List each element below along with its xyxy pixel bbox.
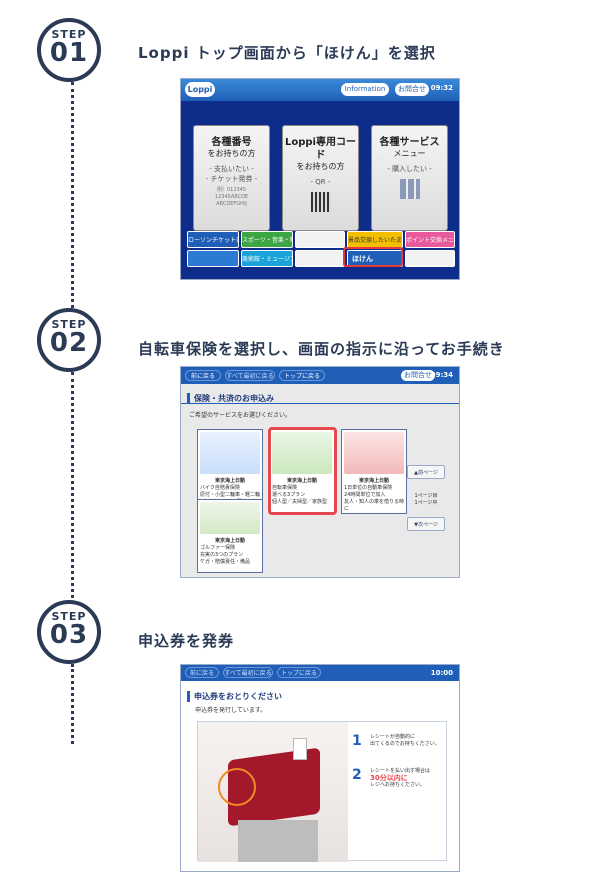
clock: 09:32 [430,84,453,92]
step-num: 1 [352,733,362,749]
golfer-illustration [200,502,260,534]
bicycle-illustration [272,432,332,474]
page-heading: 保険・共済のお申込み [187,393,274,404]
ticket-button[interactable]: ローソンチケット各種お手続き [187,231,239,248]
step-title-3: 申込券を発券 [138,632,235,650]
page-subtext: 申込券を発行しています。 [195,707,267,714]
step-badge-3: STEP 03 [37,600,101,664]
information-button[interactable]: Information [341,83,389,96]
company-label: 東京海上日動 [286,478,317,484]
menu-subtitle: をお持ちの方 [296,162,345,171]
ticket-paper [293,738,307,760]
restart-button[interactable]: すべて最初に戻る [225,370,275,381]
ticket-issue-screen: 前に戻る すべて最初に戻る トップに戻る 10:00 申込券をおとりください 申… [180,664,460,872]
company-label: 東京海上日動 [358,478,389,484]
menu-title: Loppi専用コード [285,137,356,161]
step-text: レシートを払い出す場合は [370,768,431,774]
step-label: STEP [51,318,87,331]
restart-button[interactable]: すべて最初に戻る [223,667,273,678]
step-connector [71,82,74,314]
top-button[interactable]: トップに戻る [279,370,325,381]
header-bar: Loppi Information お問合せ 09:32 [181,79,459,101]
menu-example: 例）012345 12345ABCDE ABCDEFGHIJ [214,187,249,207]
menu-button-services[interactable]: 各種サービス メニュー - 購入したい - [371,125,448,231]
help-button[interactable]: お問合せ [395,83,429,96]
instruction-panel: 1 レシートが自動的に 出てくるのでお持ちください。 2 レシートを払い出す場合… [197,721,447,862]
menu-desc: - 支払いたい - - チケット発券 - [205,165,258,183]
card-text: 1日単位の自動車保険 24時間単位で加入 友人・知人の車を借りる時に [344,485,405,512]
clock: 09:34 [430,371,453,379]
golfer-insurance-card[interactable]: 東京海上日動 ゴルファー保険 充実の3つのプラン ケガ・賠償責任・備品 [197,499,263,573]
page-heading: 申込券をおとりください [187,691,282,702]
loppi-logo: Loppi [185,82,215,97]
page-indicator: 1ページ目 1ページ中 [414,493,438,506]
bicycle-insurance-card[interactable]: 東京海上日動 自転車保険 選べる3プラン 個人型／夫婦型／家族型 [269,429,335,514]
service-button[interactable] [295,250,345,267]
step-title-1: Loppi トップ画面から「ほけん」を選択 [138,44,436,62]
card-text: ゴルファー保険 充実の3つのプラン ケガ・賠償責任・備品 [200,545,251,565]
menu-title: 各種サービス [379,137,440,148]
step-label: STEP [51,610,87,623]
outlet-circle [218,768,256,806]
sports-button[interactable]: スポーツ・音楽・映画 [241,231,293,248]
next-page-button[interactable]: ▼次ページ [407,517,445,531]
nav-bar: 前に戻る すべて最初に戻る トップに戻る 10:00 [181,665,459,681]
step-connector [71,372,74,604]
loppi-top-screen: Loppi Information お問合せ 09:32 各種番号 をお持ちの方… [180,78,460,280]
services-grid-icon [399,179,420,199]
step-number: 03 [49,620,89,650]
step-number: 01 [49,38,89,68]
company-label: 東京海上日動 [214,478,245,484]
menu-desc: - QR - [310,178,331,186]
insurance-highlight [343,247,403,267]
step-title-2: 自転車保険を選択し、画面の指示に沿ってお手続き [138,340,505,358]
heading-rule [181,403,459,404]
point-exchange-button[interactable]: ポイント交換メニュー [405,231,455,248]
clock: 10:00 [430,669,453,677]
company-label: 東京海上日動 [214,538,245,544]
prev-page-button[interactable]: ▲前ページ [407,465,445,479]
card-text: 自転車保険 選べる3プラン 個人型／夫婦型／家族型 [272,485,328,505]
one-day-car-card[interactable]: 東京海上日動 1日単位の自動車保険 24時間単位で加入 友人・知人の車を借りる時… [341,429,407,514]
step-label: STEP [51,28,87,41]
menu-button-code[interactable]: Loppi専用コード をお持ちの方 - QR - [282,125,359,231]
nav-bar: 前に戻る すべて最初に戻る トップに戻る お問合せ 09:34 [181,367,459,384]
media-button[interactable] [295,231,345,248]
menu-button-number[interactable]: 各種番号 をお持ちの方 - 支払いたい - - チケット発券 - 例）01234… [193,125,270,231]
other-button[interactable] [405,250,455,267]
menu-subtitle: メニュー [393,149,426,158]
back-button[interactable]: 前に戻る [185,667,219,678]
step-number: 02 [49,328,89,358]
scooter-illustration [200,432,260,474]
step-connector [71,664,74,744]
stamp-button[interactable]: 景品交換したいたまるよスタンプ [347,231,403,248]
qr-icon [310,192,331,212]
museum-button[interactable]: 美術館・ミュージアム [241,250,293,267]
step-text: レシートが自動的に 出てくるのでお持ちください。 [370,734,440,747]
menu-desc: - 購入したい - [387,165,432,173]
time-limit: 30分以内に [370,774,408,782]
printer-base [238,820,318,862]
top-button[interactable]: トップに戻る [277,667,321,678]
printer-illustration [198,722,348,862]
car-illustration [344,432,404,474]
instruction-step-2: 2 レシートを払い出す場合は 30分以内に レジへお持ちください。 [350,768,446,789]
bicycle-highlight [268,427,337,515]
step-badge-2: STEP 02 [37,308,101,372]
payment-button[interactable] [187,250,239,267]
help-button[interactable]: お問合せ [401,370,435,381]
insurance-select-screen: 前に戻る すべて最初に戻る トップに戻る お問合せ 09:34 保険・共済のお申… [180,366,460,578]
menu-title: 各種番号 [211,137,252,148]
step-text: レジへお持ちください。 [370,782,426,788]
page-subtext: ご希望のサービスをお選びください。 [189,412,292,419]
instruction-step-1: 1 レシートが自動的に 出てくるのでお持ちください。 [350,734,446,748]
menu-subtitle: をお持ちの方 [207,149,256,158]
step-badge-1: STEP 01 [37,18,101,82]
back-button[interactable]: 前に戻る [185,370,221,381]
step-num: 2 [352,767,362,783]
